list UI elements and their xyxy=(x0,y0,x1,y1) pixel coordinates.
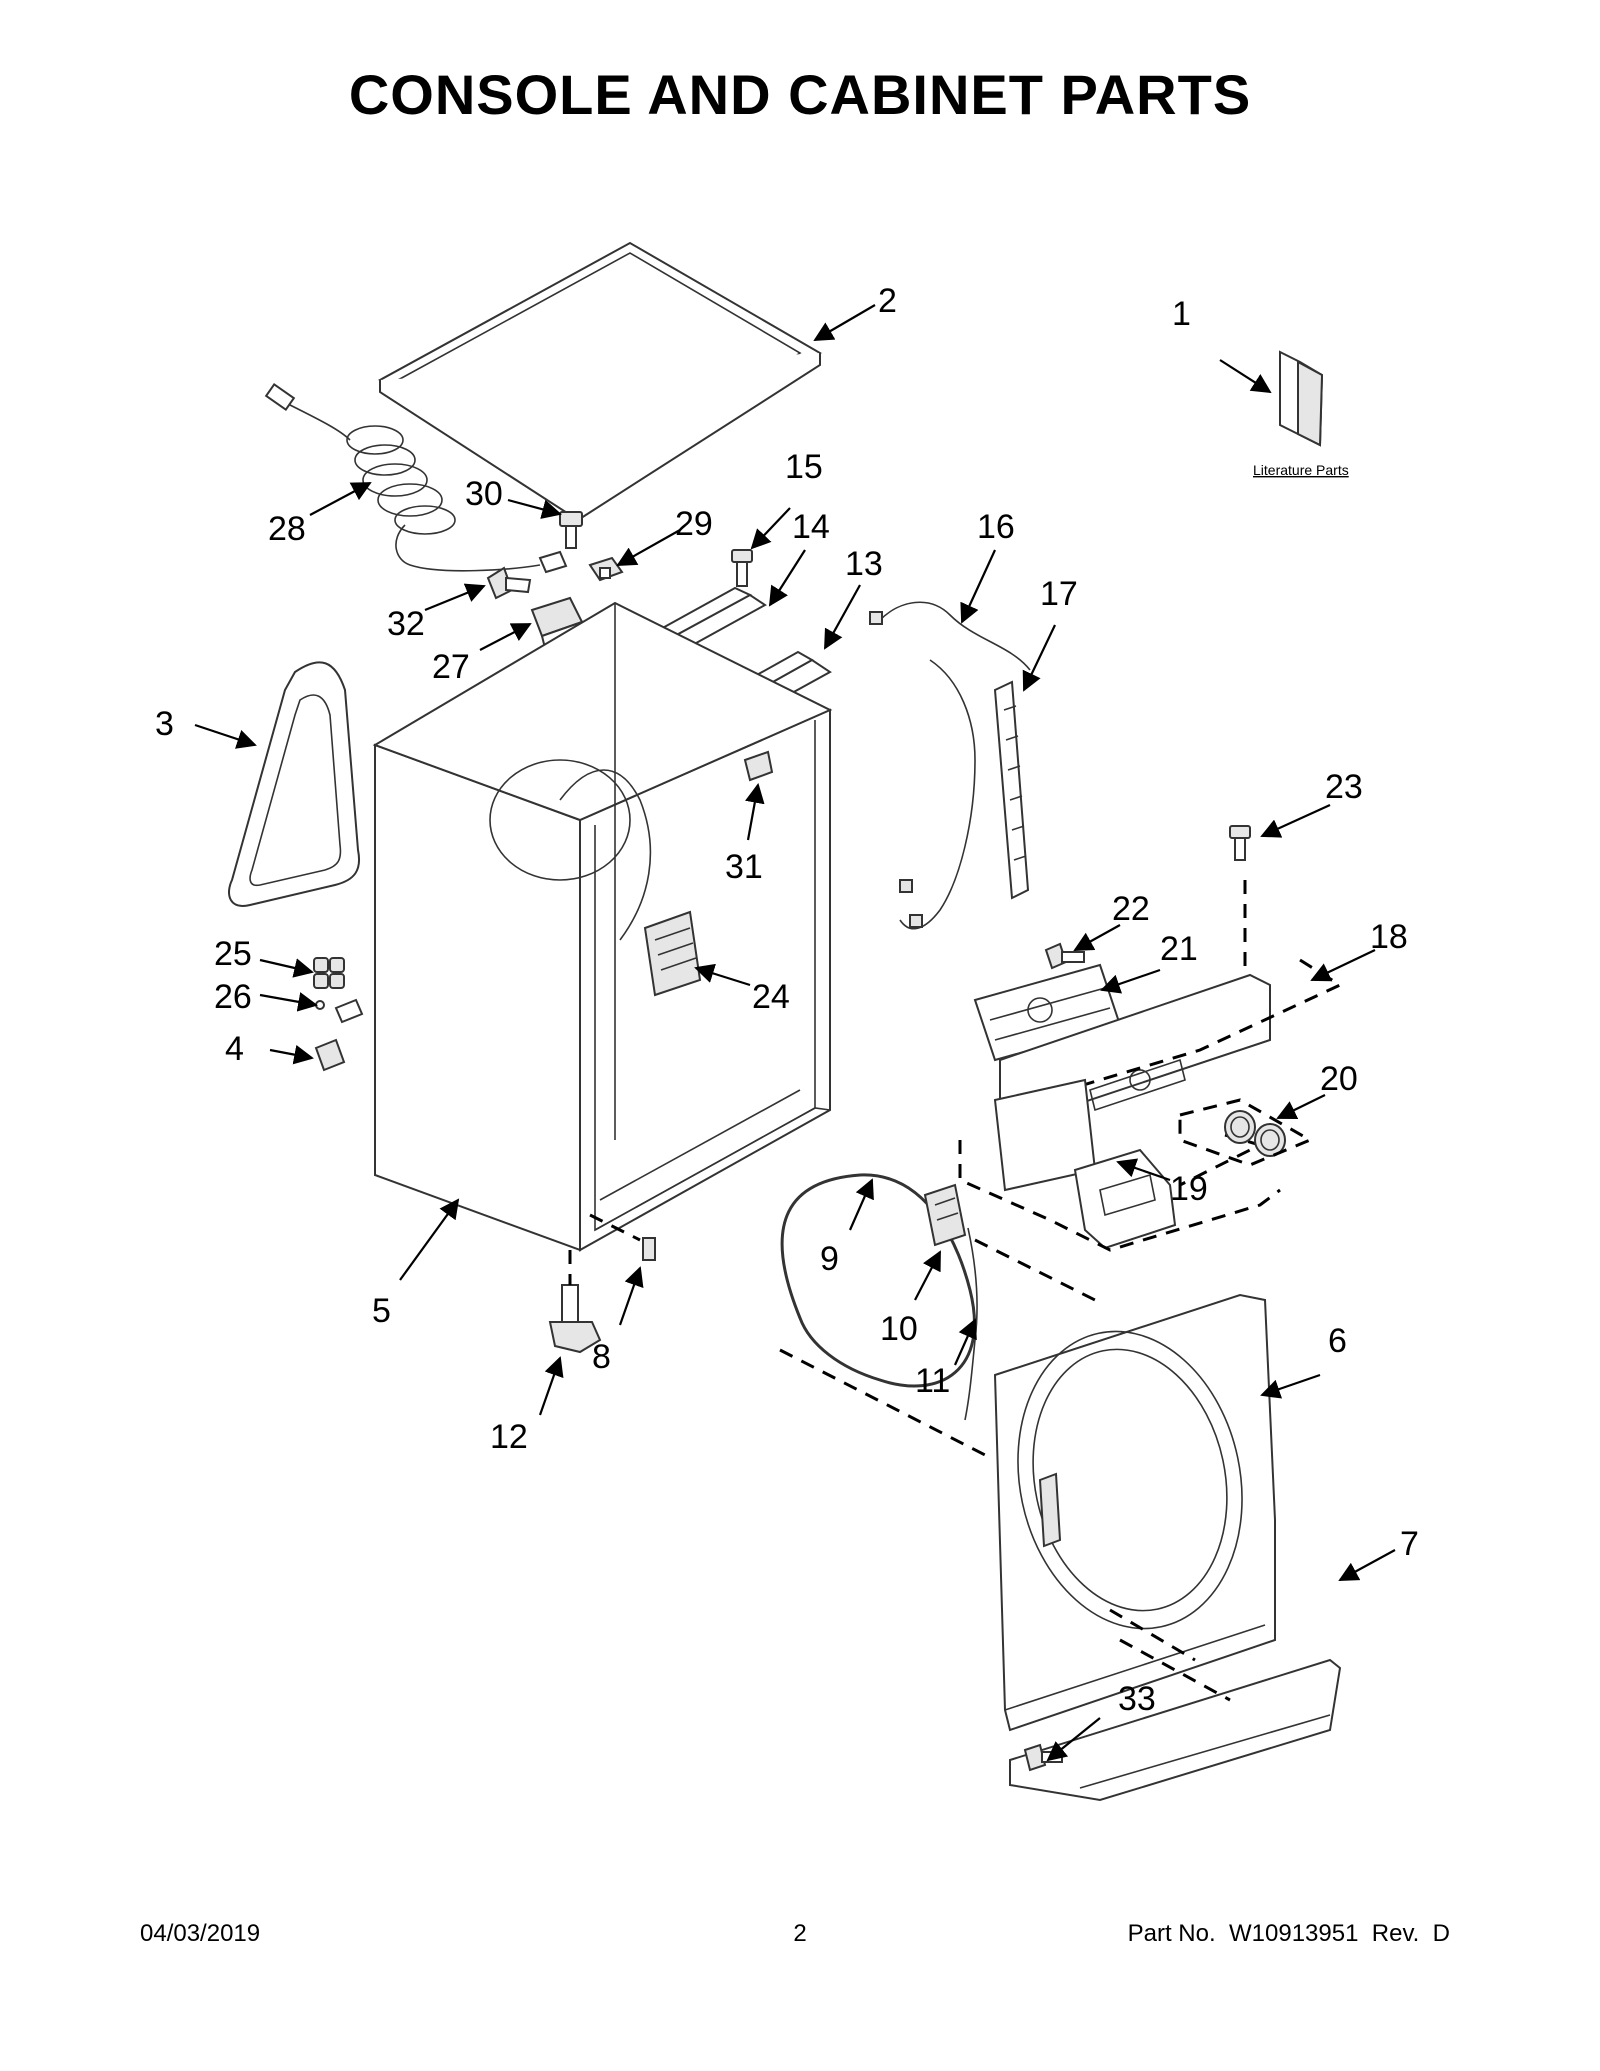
callout-20: 20 xyxy=(1320,1060,1358,1098)
screw-23-part xyxy=(1229,825,1251,861)
power-cord-part xyxy=(264,382,568,574)
screw-22-part xyxy=(1044,942,1085,970)
literature-parts-label: Literature Parts xyxy=(1253,462,1349,478)
callout-15: 15 xyxy=(785,448,823,486)
callout-33: 33 xyxy=(1118,1680,1156,1718)
callout-28: 28 xyxy=(268,510,306,548)
callout-13: 13 xyxy=(845,545,883,583)
callout-21: 21 xyxy=(1160,930,1198,968)
leader-arrows xyxy=(194,304,1396,1762)
screw-32-part xyxy=(486,566,532,600)
ring-clamp-part xyxy=(780,1173,976,1388)
part-26 xyxy=(315,998,364,1024)
callout-numbers: 1 2 3 4 5 6 7 8 9 10 11 12 13 14 15 16 1… xyxy=(155,282,1419,1718)
footer-part-number: Part No. W10913951 Rev. D xyxy=(1127,1920,1450,1947)
callout-29: 29 xyxy=(675,505,713,543)
knobs-outline xyxy=(1178,1098,1314,1167)
screw-30-part xyxy=(559,511,583,549)
callout-14: 14 xyxy=(792,508,830,546)
callout-30: 30 xyxy=(465,475,503,513)
wire-harness-part xyxy=(869,601,1031,930)
callout-26: 26 xyxy=(214,978,252,1016)
callout-3: 3 xyxy=(155,705,174,743)
part-29 xyxy=(588,556,624,582)
door-lock-part xyxy=(923,1183,967,1247)
callout-9: 9 xyxy=(820,1240,839,1278)
callout-4: 4 xyxy=(225,1030,244,1068)
door-seal-part xyxy=(228,661,360,907)
callout-12: 12 xyxy=(490,1418,528,1456)
callout-6: 6 xyxy=(1328,1322,1347,1360)
console-assembly-outline xyxy=(999,958,1344,1112)
callout-24: 24 xyxy=(752,978,790,1016)
callout-19: 19 xyxy=(1170,1170,1208,1208)
callout-18: 18 xyxy=(1370,918,1408,956)
screw-15-part xyxy=(731,549,753,587)
callout-23: 23 xyxy=(1325,768,1363,806)
callout-11: 11 xyxy=(915,1362,950,1400)
callout-27: 27 xyxy=(432,648,470,686)
front-panel-part xyxy=(993,1293,1276,1732)
callout-7: 7 xyxy=(1400,1525,1419,1563)
top-panel-part xyxy=(378,241,822,522)
callout-32: 32 xyxy=(387,605,425,643)
part-31 xyxy=(743,750,774,782)
leveling-leg-part xyxy=(548,1284,602,1354)
literature-booklet-part xyxy=(1279,350,1324,447)
callout-10: 10 xyxy=(880,1310,918,1348)
part-24 xyxy=(643,910,702,997)
part-8 xyxy=(642,1237,656,1261)
part-4 xyxy=(314,1038,346,1072)
part-25 xyxy=(313,957,345,989)
callout-16: 16 xyxy=(977,508,1015,546)
footer-date: 04/03/2019 xyxy=(140,1920,261,1947)
callout-2: 2 xyxy=(878,282,897,320)
cabinet-part xyxy=(372,601,833,1252)
callout-17: 17 xyxy=(1040,575,1078,613)
page-title: CONSOLE AND CABINET PARTS xyxy=(348,63,1252,126)
bracket-17-part xyxy=(993,680,1030,900)
callout-8: 8 xyxy=(592,1338,611,1376)
callout-31: 31 xyxy=(725,848,763,886)
callout-5: 5 xyxy=(372,1292,391,1330)
assembly-lines xyxy=(568,880,1247,1702)
callout-25: 25 xyxy=(214,935,252,973)
callout-22: 22 xyxy=(1112,890,1150,928)
callout-1: 1 xyxy=(1172,295,1191,333)
knobs-part xyxy=(1224,1110,1286,1157)
dispenser-drawer-part xyxy=(993,1078,1177,1250)
footer-page-number: 2 xyxy=(793,1920,807,1947)
kick-panel-part xyxy=(1009,1658,1342,1802)
